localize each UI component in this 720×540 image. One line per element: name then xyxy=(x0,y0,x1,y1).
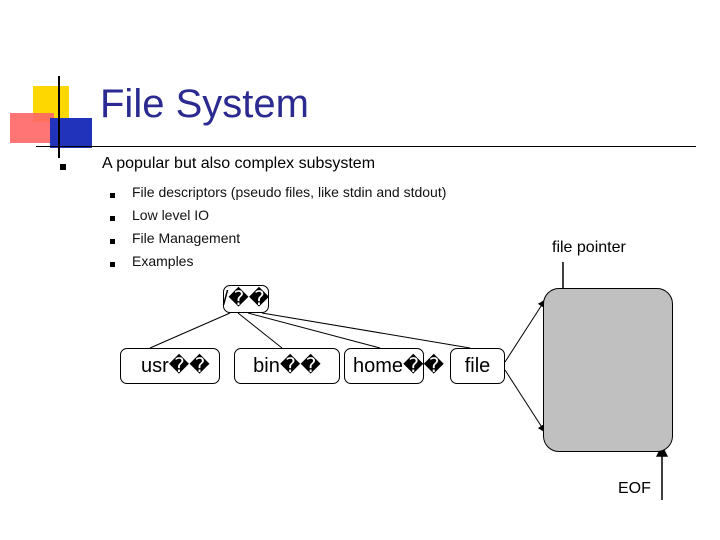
decor-vertical-line xyxy=(58,76,60,158)
file-pointer-label: file pointer xyxy=(552,239,626,256)
decor-red-square xyxy=(10,113,54,143)
file-contents-block xyxy=(543,288,673,452)
sub-bullet: Examples xyxy=(110,253,193,271)
decor-blue-square xyxy=(50,118,92,148)
tree-node-file: file xyxy=(450,348,505,384)
slide-title: File System xyxy=(100,82,309,126)
sub-bullet: Low level IO xyxy=(110,207,209,225)
title-underline xyxy=(36,146,696,147)
eof-label: EOF xyxy=(618,480,651,497)
tree-node-bin: bin�� xyxy=(234,348,340,384)
main-bullet: A popular but also complex subsystem xyxy=(102,155,376,172)
bullet-marker xyxy=(60,157,66,177)
sub-bullet: File descriptors (pseudo files, like std… xyxy=(110,184,446,202)
tree-root-node: /�� xyxy=(223,285,269,313)
tree-node-home: home�� xyxy=(344,348,444,384)
tree-node-usr: usr�� xyxy=(120,348,220,384)
sub-bullet: File Management xyxy=(110,230,240,248)
